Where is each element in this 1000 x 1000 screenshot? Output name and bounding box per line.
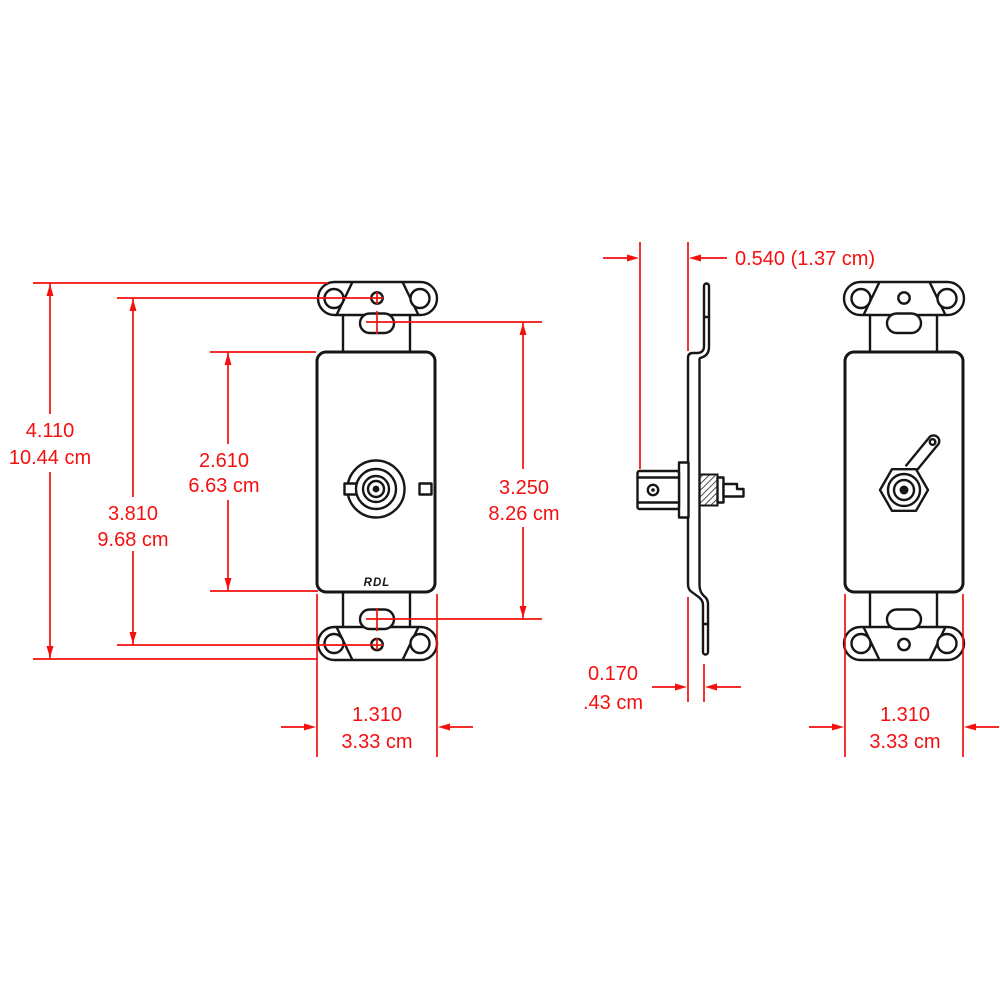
dim-slot-spacing-cm: 8.26 cm <box>488 503 559 525</box>
dim-front-width-in: 1.310 <box>352 704 402 726</box>
side-view <box>636 282 745 656</box>
dim-back-width-cm: 3.33 cm <box>869 731 940 753</box>
bnc-bayonet-lug-right <box>418 482 433 496</box>
dim-body-height-in: 2.610 <box>199 450 249 472</box>
dimension-screw-hole-spacing: 3.810 9.68 cm <box>97 292 383 650</box>
bnc-center-pin <box>372 485 380 493</box>
dimension-overall-height: 4.110 10.44 cm <box>9 282 328 660</box>
dim-back-width-in: 1.310 <box>880 704 930 726</box>
back-view <box>842 280 966 662</box>
bnc-solder-terminal-side <box>722 482 745 498</box>
bnc-flange-side <box>677 461 690 519</box>
side-bracket-profile <box>686 282 711 656</box>
dim-hole-spacing-in: 3.810 <box>108 503 158 525</box>
dim-protrusion-label: 0.540 (1.37 cm) <box>735 248 875 270</box>
dim-front-width-cm: 3.33 cm <box>341 731 412 753</box>
dim-overall-height-cm: 10.44 cm <box>9 447 91 469</box>
bnc-connector-back <box>878 434 941 512</box>
bnc-bayonet-lug-left <box>343 482 358 496</box>
bnc-connector-front <box>343 459 433 519</box>
dim-slot-spacing-in: 3.250 <box>499 477 549 499</box>
dimension-front-protrusion: 0.540 (1.37 cm) <box>603 242 875 469</box>
dim-offset-in: 0.170 <box>588 663 638 685</box>
bottom-right-mount-hole <box>409 632 431 655</box>
dim-hole-spacing-cm: 9.68 cm <box>97 529 168 551</box>
dimension-slot-spacing: 3.250 8.26 cm <box>366 311 560 631</box>
dim-body-height-cm: 6.63 cm <box>188 475 259 497</box>
bnc-threaded-shaft <box>698 473 719 507</box>
bnc-connector-side <box>636 461 745 519</box>
bnc-center-socket <box>899 485 909 495</box>
back-top-bracket <box>842 280 966 354</box>
dimension-back-body-width: 1.310 3.33 cm <box>809 594 999 757</box>
front-view: RDL <box>315 280 439 662</box>
dim-overall-height-in: 4.110 <box>26 420 75 442</box>
bottom-left-mount-hole <box>323 632 345 655</box>
top-right-mount-hole <box>409 287 431 310</box>
dim-offset-cm: .43 cm <box>583 692 643 714</box>
back-bottom-bracket <box>842 590 966 662</box>
solder-lug-hole <box>928 438 937 447</box>
brand-label: RDL <box>364 577 391 589</box>
dimension-body-height: 2.610 6.63 cm <box>188 351 318 592</box>
dimension-plate-offset: 0.170 .43 cm <box>583 597 741 714</box>
dimension-front-body-width: 1.310 3.33 cm <box>281 594 473 757</box>
